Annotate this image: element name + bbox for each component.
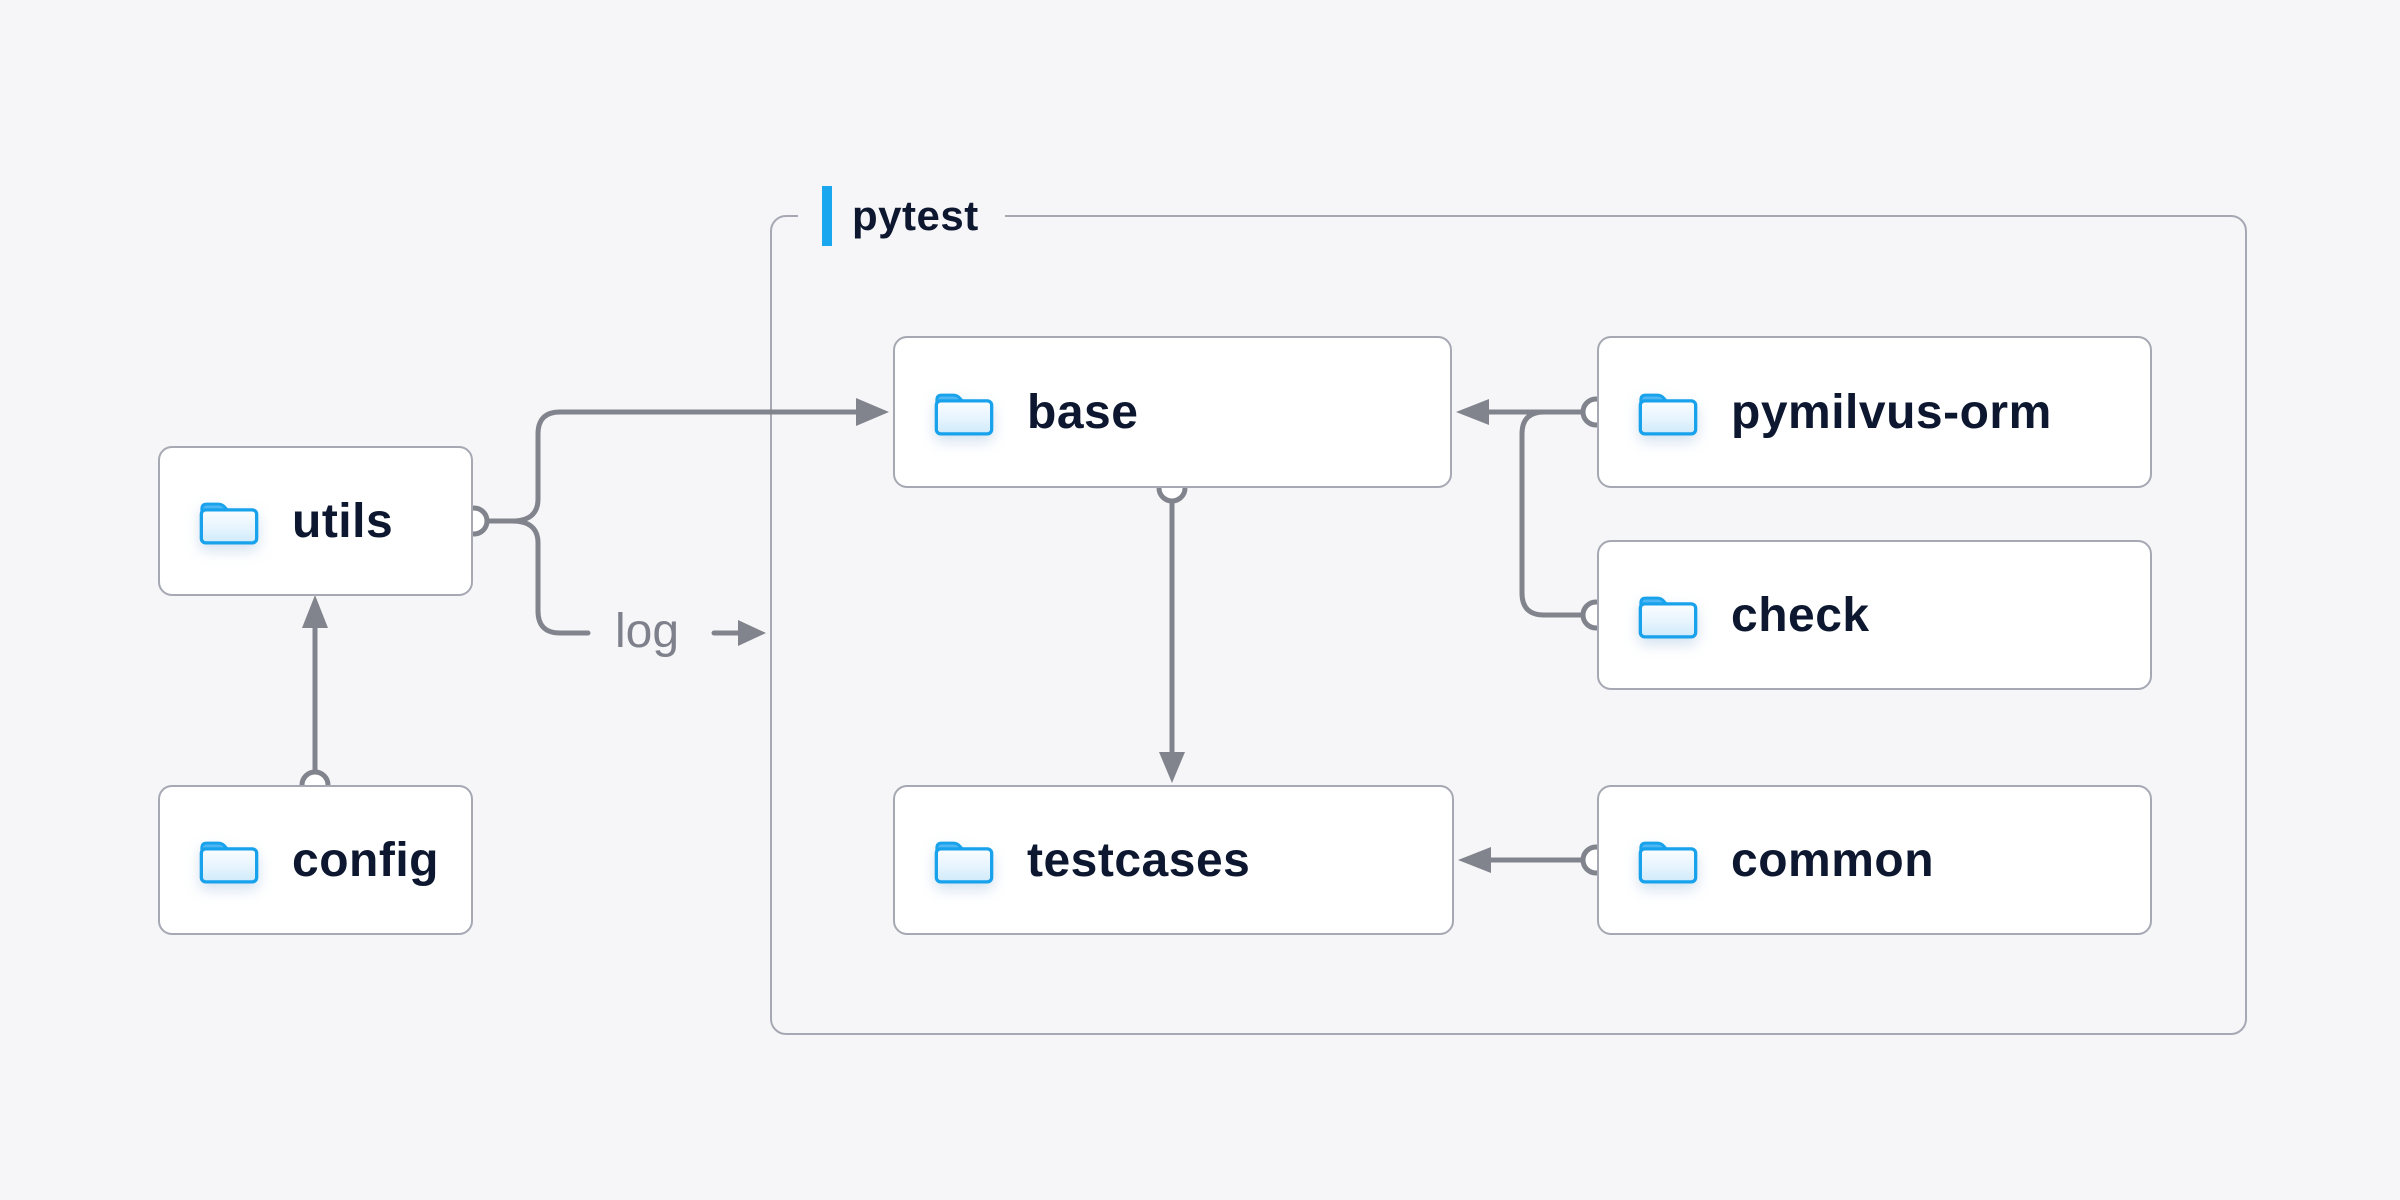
group-title: pytest: [852, 192, 979, 239]
pytest-group-label: pytest: [798, 184, 1005, 248]
node-label: pymilvus-orm: [1731, 385, 2052, 439]
node-label: check: [1731, 588, 1870, 642]
node-common: common: [1597, 785, 2152, 935]
accent-bar: [822, 186, 832, 246]
folder-icon: [199, 841, 259, 884]
node-label: utils: [292, 494, 394, 548]
node-check: check: [1597, 540, 2152, 690]
node-base: base: [893, 336, 1452, 488]
pytest-group-box: [770, 215, 2247, 1035]
edge-config-utils: [299, 595, 331, 801]
node-pymilvus-orm: pymilvus-orm: [1597, 336, 2152, 488]
folder-icon: [934, 841, 994, 884]
folder-icon: [1638, 393, 1698, 436]
edge-log-arrow: [711, 620, 766, 646]
folder-icon: [1638, 841, 1698, 884]
node-label: common: [1731, 833, 1935, 887]
folder-icon: [199, 502, 259, 545]
node-testcases: testcases: [893, 785, 1454, 935]
node-label: base: [1027, 385, 1139, 439]
node-label: config: [292, 833, 439, 887]
folder-icon: [1638, 596, 1698, 639]
folder-icon: [934, 393, 994, 436]
node-config: config: [158, 785, 473, 935]
log-edge-label: log: [614, 605, 680, 658]
node-label: testcases: [1027, 833, 1251, 887]
node-utils: utils: [158, 446, 473, 596]
